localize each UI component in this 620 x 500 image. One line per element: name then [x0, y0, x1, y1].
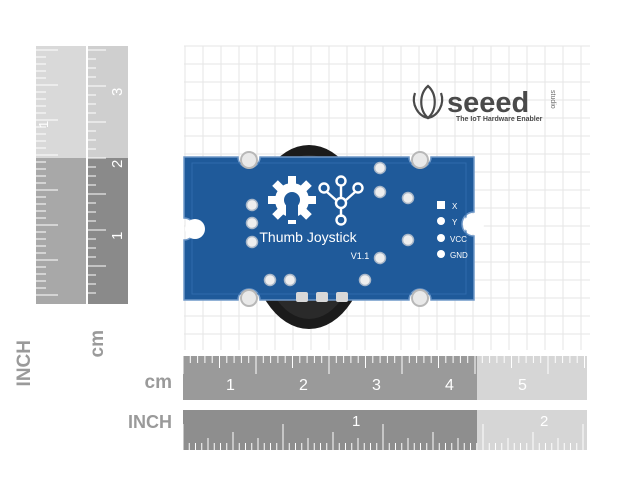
pin-label-x: X: [452, 202, 458, 211]
bottom-cm-number: 3: [372, 377, 381, 394]
bottom-inch-number-2: 2: [540, 413, 548, 430]
seeed-logo-icon: [412, 84, 444, 120]
brand-tagline: The IoT Hardware Enabler: [456, 116, 543, 123]
pcb-board: [183, 156, 475, 301]
mounting-holes: [185, 151, 484, 307]
left-cm-number-1: 1: [109, 232, 126, 240]
solder-pad: [245, 235, 259, 249]
bottom-cm-ruler: [182, 356, 587, 400]
solder-pad: [245, 198, 259, 212]
bottom-cm-label: cm: [145, 372, 172, 393]
brand-name: seeed: [447, 87, 529, 119]
gear-icon: [268, 176, 316, 224]
solder-pad: [283, 273, 297, 287]
bottom-inch-ruler: [182, 410, 587, 450]
seeed-logo: seeed studio The IoT Hardware Enabler: [412, 84, 556, 123]
solder-pad: [263, 273, 277, 287]
connector-pins: [296, 292, 348, 302]
bottom-inch-label: INCH: [128, 412, 172, 432]
pin-label-vcc: VCC: [450, 235, 467, 244]
solder-pad: [401, 233, 415, 247]
pin-label-y: Y: [452, 218, 458, 227]
bottom-cm-number: 5: [518, 377, 527, 394]
left-inch-label: INCH: [14, 340, 35, 386]
bottom-cm-number: 2: [299, 377, 308, 394]
bottom-cm-number: 4: [445, 377, 454, 394]
pin-label-gnd: GND: [450, 251, 468, 260]
left-inch-ruler: [88, 46, 128, 304]
left-cm-number-2: 2: [109, 160, 126, 168]
bottom-cm-number: 1: [226, 377, 235, 394]
brand-small-mark: studio: [549, 90, 556, 109]
board-version: V1.1: [351, 251, 370, 261]
bottom-inch-number-1: 1: [352, 413, 360, 430]
left-cm-label: cm: [87, 330, 108, 357]
solder-pads: [245, 161, 415, 287]
left-cm-number-3: 3: [109, 88, 126, 96]
left-inch-number-1: 1: [36, 121, 51, 128]
left-cm-ruler: [36, 46, 86, 304]
solder-pad: [358, 273, 372, 287]
solder-pad: [373, 185, 387, 199]
solder-pad: [245, 216, 259, 230]
board-title: Thumb Joystick: [259, 229, 357, 245]
solder-pad: [373, 251, 387, 265]
grove-network-icon: [318, 175, 364, 226]
solder-pad: [373, 161, 387, 175]
solder-pad: [401, 191, 415, 205]
pin-header: X Y VCC GND: [437, 201, 468, 260]
